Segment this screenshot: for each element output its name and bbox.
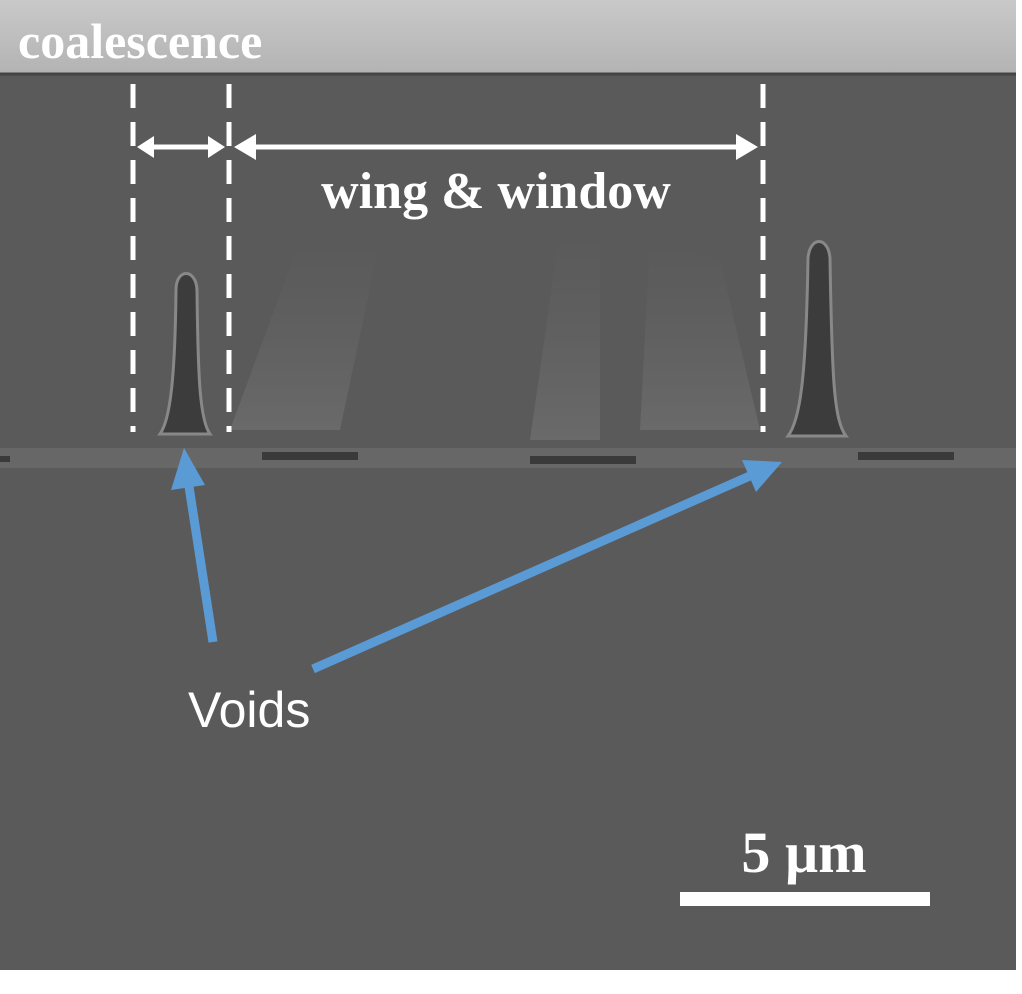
scale-bar	[680, 892, 930, 906]
left-void-pointer-shaft	[183, 479, 218, 643]
streak-region-2	[530, 230, 600, 440]
double-headed-arrow-icon	[234, 134, 758, 160]
dashed-boundaries	[130, 84, 766, 432]
streak-region-3	[640, 240, 760, 430]
arrow-icon	[171, 448, 218, 643]
mask-stripe-1	[262, 452, 358, 460]
left-void-pointer-head	[171, 448, 205, 490]
right-void-pointer-shaft	[311, 470, 754, 674]
micrograph-background	[0, 0, 1016, 970]
wing-window-arrow-head-left	[234, 134, 256, 160]
coalescence-label: coalescence	[18, 13, 262, 69]
void-left	[157, 272, 213, 436]
streak-region-1	[230, 240, 380, 430]
arrow-icon	[311, 460, 782, 674]
wing-window-arrow-head-right	[736, 134, 758, 160]
growth-streaks	[230, 230, 760, 440]
mask-stripe-3	[858, 452, 954, 460]
coalescence-arrow-head-left	[137, 136, 154, 158]
scale-bar-label: 5 µm	[741, 820, 866, 885]
double-headed-arrow-icon	[137, 136, 225, 158]
coalescence-arrow-head-right	[208, 136, 225, 158]
right-void-pointer-head	[742, 460, 782, 492]
voids-label: Voids	[188, 682, 310, 738]
void-right	[785, 240, 849, 438]
mask-interface	[0, 448, 1016, 468]
wing-window-label: wing & window	[321, 163, 671, 220]
coalescence-band	[0, 0, 1016, 74]
mask-stripe-2	[530, 456, 636, 464]
mask-stripe-0	[0, 456, 10, 462]
